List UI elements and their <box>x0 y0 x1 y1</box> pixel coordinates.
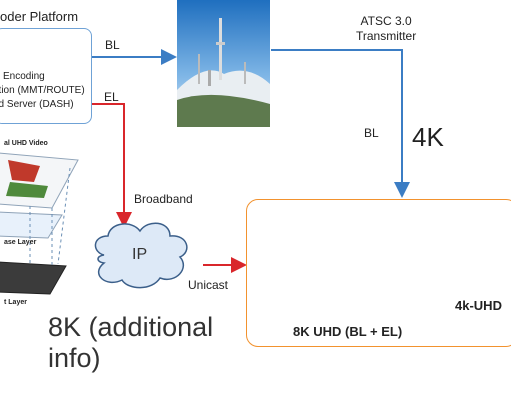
bl-arrow-to-tv <box>271 49 410 198</box>
transmitter-label-line-2: Transmitter <box>356 29 417 43</box>
layer-stack-graphic <box>0 152 79 295</box>
el-arrow-to-broadband <box>91 103 132 228</box>
encoder-line-3: ad Server (DASH) <box>0 99 74 110</box>
bl-top-label: BL <box>105 38 120 52</box>
tv-group-frame <box>246 199 511 347</box>
encoder-platform-title: oder Platform <box>0 9 79 24</box>
encoder-box: C Encoding ation (MMT/ROUTE) ad Server (… <box>0 28 92 124</box>
8k-additional-info-label: 8K (additional info) <box>48 312 214 373</box>
transmitter-label-line-1: ATSC 3.0 <box>360 14 412 28</box>
base-layer-label: ase Layer <box>4 239 37 246</box>
bl-right-label: BL <box>364 126 379 140</box>
4k-label: 4K <box>412 122 444 152</box>
encoder-line-2: ation (MMT/ROUTE) <box>0 85 85 96</box>
transmitter-tower-image <box>177 0 270 127</box>
tv-4k-label: 4k-UHD <box>455 298 502 313</box>
transmitter-label: ATSC 3.0 Transmitter <box>356 14 416 44</box>
unicast-label: Unicast <box>188 278 229 292</box>
broadband-label: Broadband <box>134 192 193 206</box>
ip-label: IP <box>132 246 148 263</box>
ip-cloud <box>94 222 188 289</box>
enhancement-layer-label: t Layer <box>4 299 27 306</box>
video-title-label: al UHD Video <box>4 140 48 147</box>
el-label: EL <box>104 90 119 104</box>
encoder-line-1: C Encoding <box>0 71 45 82</box>
tv-8k-label: 8K UHD (BL + EL) <box>293 324 403 339</box>
